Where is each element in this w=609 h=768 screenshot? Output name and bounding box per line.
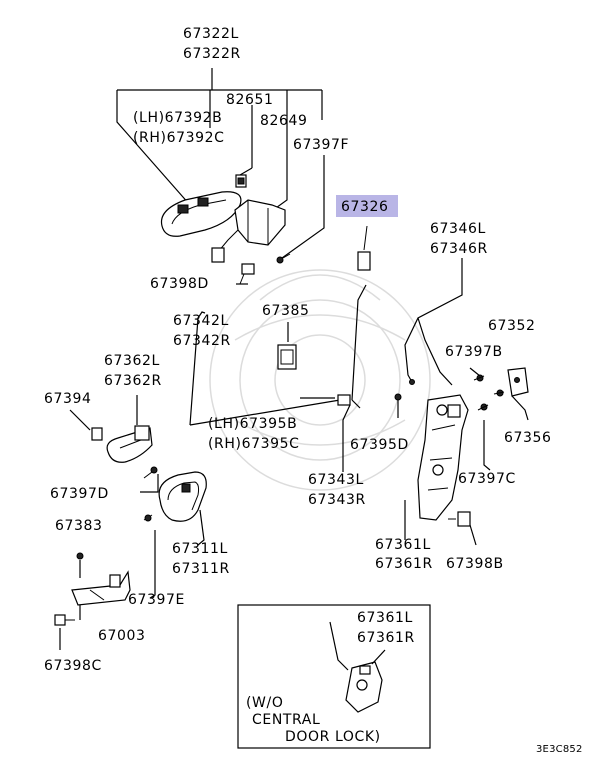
label-inset-67361R: 67361R (357, 630, 415, 646)
outside-handle-leaders (116, 68, 325, 259)
label-67394: 67394 (44, 391, 92, 407)
label-67343R: 67343R (308, 492, 366, 508)
label-67342L: 67342L (173, 313, 229, 329)
label-67326: 67326 (341, 199, 389, 215)
label-67397B: 67397B (445, 344, 503, 360)
label-rh-67392C: (RH)67392C (133, 130, 225, 146)
label-inset-67361L: 67361L (357, 610, 413, 626)
label-67361L: 67361L (375, 537, 431, 553)
label-67361R: 67361R (375, 556, 433, 572)
label-67397C: 67397C (458, 471, 516, 487)
screw-67397B (469, 367, 485, 382)
bolt-67398D (236, 263, 255, 285)
label-67398D: 67398D (150, 276, 209, 292)
outside-door-handle (160, 191, 242, 237)
label-67352: 67352 (488, 318, 536, 334)
label-67397F: 67397F (293, 137, 349, 153)
handle-clip-82651 (235, 174, 247, 188)
label-67398C: 67398C (44, 658, 102, 674)
label-67383: 67383 (55, 518, 103, 534)
bolt-67398B (448, 511, 477, 546)
part-labels: 67322L 67322R 82651 (LH)67392B 82649 (RH… (44, 26, 583, 755)
handle-bracket-82649 (211, 199, 286, 263)
label-67343L: 67343L (308, 472, 364, 488)
label-lh-67395B: (LH)67395B (208, 416, 297, 432)
label-67356: 67356 (504, 430, 552, 446)
clip-67394 (69, 409, 103, 441)
label-67311R: 67311R (172, 561, 230, 577)
rod-67346 (404, 258, 463, 386)
label-82651: 82651 (226, 92, 274, 108)
label-lh-67392B: (LH)67392B (133, 110, 222, 126)
rod-67326 (336, 195, 398, 409)
inset-note-line1: (W/O (246, 695, 283, 711)
label-rh-67395C: (RH)67395C (208, 436, 300, 452)
label-67346L: 67346L (430, 221, 486, 237)
screw-67397C (477, 403, 491, 471)
inset-note-line2: CENTRAL (252, 712, 320, 728)
label-67346R: 67346R (430, 241, 488, 257)
rod-67342 (189, 311, 351, 426)
label-67362L: 67362L (104, 353, 160, 369)
middle-leaders (300, 397, 351, 472)
screw-67356 (493, 389, 505, 397)
door-checker-67003 (71, 552, 131, 620)
screw-67397D (140, 466, 159, 493)
diagram-code: 3E3C852 (536, 744, 583, 755)
part-67385 (277, 322, 297, 370)
label-67322R: 67322R (183, 46, 241, 62)
label-67397D: 67397D (50, 486, 109, 502)
label-67362R: 67362R (104, 373, 162, 389)
bolt-67398C (54, 614, 75, 650)
label-67395D: 67395D (350, 437, 409, 453)
bracket-67352 (507, 367, 529, 421)
screw-67397F (276, 253, 291, 264)
label-67398B: 67398B (446, 556, 504, 572)
inside-handle-67362 (106, 395, 153, 463)
label-67003: 67003 (98, 628, 146, 644)
label-82649: 82649 (260, 113, 308, 129)
label-67311L: 67311L (172, 541, 228, 557)
label-67397E: 67397E (128, 592, 185, 608)
door-latch-67361 (404, 394, 469, 540)
label-67322L: 67322L (183, 26, 239, 42)
inset-note-line3: DOOR LOCK) (285, 729, 381, 745)
label-67385: 67385 (262, 303, 310, 319)
screw-67397E (143, 514, 156, 599)
watermark-emblem (209, 269, 431, 491)
label-67342R: 67342R (173, 333, 231, 349)
bezel-67311 (158, 471, 207, 546)
inset-box (237, 604, 431, 749)
clip-67395D (394, 393, 402, 418)
